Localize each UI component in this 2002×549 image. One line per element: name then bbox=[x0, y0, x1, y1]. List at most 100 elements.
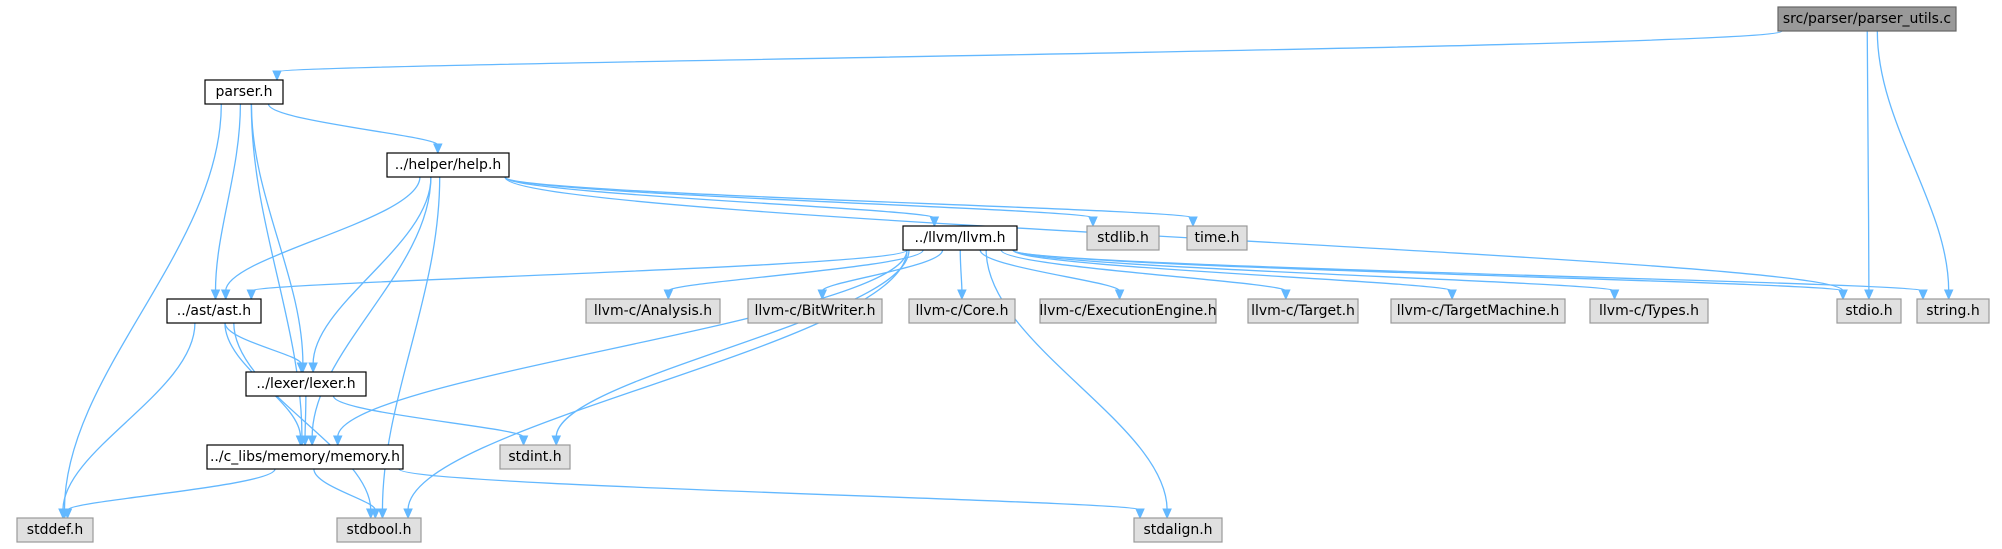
node-box-target bbox=[1247, 298, 1359, 324]
arrowhead-parser-to-ast bbox=[210, 289, 221, 301]
edges-layer bbox=[58, 30, 1954, 520]
arrowhead-help-to-memory bbox=[307, 435, 317, 447]
node-box-lexer bbox=[245, 371, 367, 397]
node-llvm[interactable]: ../llvm/llvm.h bbox=[902, 225, 1018, 251]
node-root[interactable]: src/parser/parser_utils.c bbox=[1777, 6, 1957, 32]
node-box-types bbox=[1589, 298, 1709, 324]
node-label-string: string.h bbox=[1926, 303, 1980, 319]
edge-llvm-to-stdint bbox=[555, 249, 910, 438]
node-targetmachine[interactable]: llvm-c/TargetMachine.h bbox=[1390, 298, 1566, 324]
node-label-ast: ../ast/ast.h bbox=[177, 303, 251, 319]
node-box-stddef bbox=[16, 517, 94, 543]
node-label-parser: parser.h bbox=[216, 84, 273, 100]
node-types[interactable]: llvm-c/Types.h bbox=[1589, 298, 1709, 324]
arrowhead-lexer-to-memory bbox=[300, 435, 310, 447]
edge-llvm-to-targetmachine bbox=[1012, 249, 1453, 292]
edge-help-to-ast bbox=[225, 176, 421, 292]
arrowhead-help-to-llvm bbox=[929, 216, 940, 228]
node-label-llvm: ../llvm/llvm.h bbox=[914, 230, 1005, 246]
edge-llvm-to-types bbox=[1012, 249, 1616, 292]
arrowhead-help-to-lexer bbox=[308, 362, 318, 374]
edge-llvm-to-memory bbox=[337, 249, 908, 438]
node-target[interactable]: llvm-c/Target.h bbox=[1247, 298, 1359, 324]
node-core[interactable]: llvm-c/Core.h bbox=[908, 298, 1016, 324]
node-label-target: llvm-c/Target.h bbox=[1251, 303, 1355, 319]
node-box-memory bbox=[206, 444, 404, 470]
node-label-time: time.h bbox=[1195, 230, 1240, 246]
edge-lexer-to-memory bbox=[304, 395, 307, 438]
arrowhead-help-to-time bbox=[1188, 216, 1198, 228]
node-label-lexer: ../lexer/lexer.h bbox=[256, 376, 355, 392]
node-analysis[interactable]: llvm-c/Analysis.h bbox=[585, 298, 721, 324]
node-label-memory: ../c_libs/memory/memory.h bbox=[210, 449, 400, 465]
edge-help-to-stdlib bbox=[504, 176, 1094, 219]
arrowhead-llvm-to-ast bbox=[246, 289, 257, 301]
node-help[interactable]: ../helper/help.h bbox=[386, 152, 510, 178]
node-label-bitwriter: llvm-c/BitWriter.h bbox=[755, 303, 876, 319]
node-box-stdalign bbox=[1133, 517, 1223, 543]
arrowhead-memory-to-stdalign bbox=[1135, 508, 1145, 520]
node-ast[interactable]: ../ast/ast.h bbox=[166, 298, 262, 324]
node-stdalign[interactable]: stdalign.h bbox=[1133, 517, 1223, 543]
arrowhead-help-to-stdbool bbox=[377, 508, 388, 520]
edge-help-to-time bbox=[504, 176, 1194, 219]
node-stddef[interactable]: stddef.h bbox=[16, 517, 94, 543]
edge-help-to-stdio bbox=[504, 176, 1844, 292]
node-box-stdlib bbox=[1086, 225, 1160, 251]
node-box-bitwriter bbox=[747, 298, 883, 324]
arrowhead-memory-to-stddef bbox=[62, 508, 73, 520]
node-label-analysis: llvm-c/Analysis.h bbox=[594, 303, 712, 319]
edge-memory-to-stdalign bbox=[398, 468, 1141, 511]
node-box-ast bbox=[166, 298, 262, 324]
node-parser[interactable]: parser.h bbox=[204, 79, 284, 105]
node-box-parser bbox=[204, 79, 284, 105]
arrowhead-lexer-to-stdint bbox=[518, 435, 529, 447]
nodes-layer: src/parser/parser_utils.c parser.h ../help… bbox=[16, 6, 1990, 543]
node-box-stdint bbox=[499, 444, 571, 470]
node-box-stdbool bbox=[336, 517, 422, 543]
node-box-targetmachine bbox=[1390, 298, 1566, 324]
node-label-root: src/parser/parser_utils.c bbox=[1783, 11, 1951, 27]
node-box-llvm bbox=[902, 225, 1018, 251]
edge-llvm-to-ast bbox=[250, 249, 908, 292]
node-label-stdint: stdint.h bbox=[508, 449, 561, 465]
arrowhead-llvm-to-analysis bbox=[663, 289, 674, 301]
node-bitwriter[interactable]: llvm-c/BitWriter.h bbox=[747, 298, 883, 324]
arrowhead-llvm-to-stdalign bbox=[1162, 508, 1172, 520]
arrowhead-llvm-to-stdint bbox=[551, 435, 562, 447]
arrowhead-llvm-to-bitwriter bbox=[817, 289, 828, 301]
node-stdint[interactable]: stdint.h bbox=[499, 444, 571, 470]
edge-root-to-string bbox=[1876, 30, 1950, 292]
node-exec[interactable]: llvm-c/ExecutionEngine.h bbox=[1039, 298, 1217, 324]
node-stdbool[interactable]: stdbool.h bbox=[336, 517, 422, 543]
arrowhead-llvm-to-memory bbox=[332, 435, 343, 447]
edge-parser-to-help bbox=[267, 103, 439, 146]
node-label-types: llvm-c/Types.h bbox=[1599, 303, 1699, 319]
node-lexer[interactable]: ../lexer/lexer.h bbox=[245, 371, 367, 397]
node-string[interactable]: string.h bbox=[1916, 298, 1990, 324]
node-stdio[interactable]: stdio.h bbox=[1836, 298, 1902, 324]
node-label-stdbool: stdbool.h bbox=[347, 522, 412, 538]
node-label-exec: llvm-c/ExecutionEngine.h bbox=[1039, 303, 1216, 319]
edge-ast-to-lexer bbox=[224, 322, 303, 365]
edge-parser-to-lexer bbox=[250, 103, 304, 365]
arrowhead-root-to-parser bbox=[272, 70, 282, 82]
node-label-help: ../helper/help.h bbox=[395, 157, 502, 173]
node-stdlib[interactable]: stdlib.h bbox=[1086, 225, 1160, 251]
node-box-analysis bbox=[585, 298, 721, 324]
arrowhead-llvm-to-exec bbox=[1114, 289, 1125, 301]
edge-help-to-lexer bbox=[312, 176, 432, 365]
node-memory[interactable]: ../c_libs/memory/memory.h bbox=[206, 444, 404, 470]
node-label-stddef: stddef.h bbox=[27, 522, 83, 538]
node-box-stdio bbox=[1836, 298, 1902, 324]
edge-llvm-to-core bbox=[959, 249, 963, 292]
edge-llvm-to-stdio bbox=[1012, 249, 1844, 292]
edge-ast-to-stddef bbox=[62, 322, 196, 511]
edge-llvm-to-target bbox=[1000, 249, 1287, 292]
node-time[interactable]: time.h bbox=[1186, 225, 1248, 251]
edge-root-to-parser bbox=[276, 30, 1783, 73]
edge-lexer-to-stdint bbox=[332, 395, 525, 438]
node-label-core: llvm-c/Core.h bbox=[916, 303, 1009, 319]
edge-llvm-to-bitwriter bbox=[821, 249, 944, 292]
